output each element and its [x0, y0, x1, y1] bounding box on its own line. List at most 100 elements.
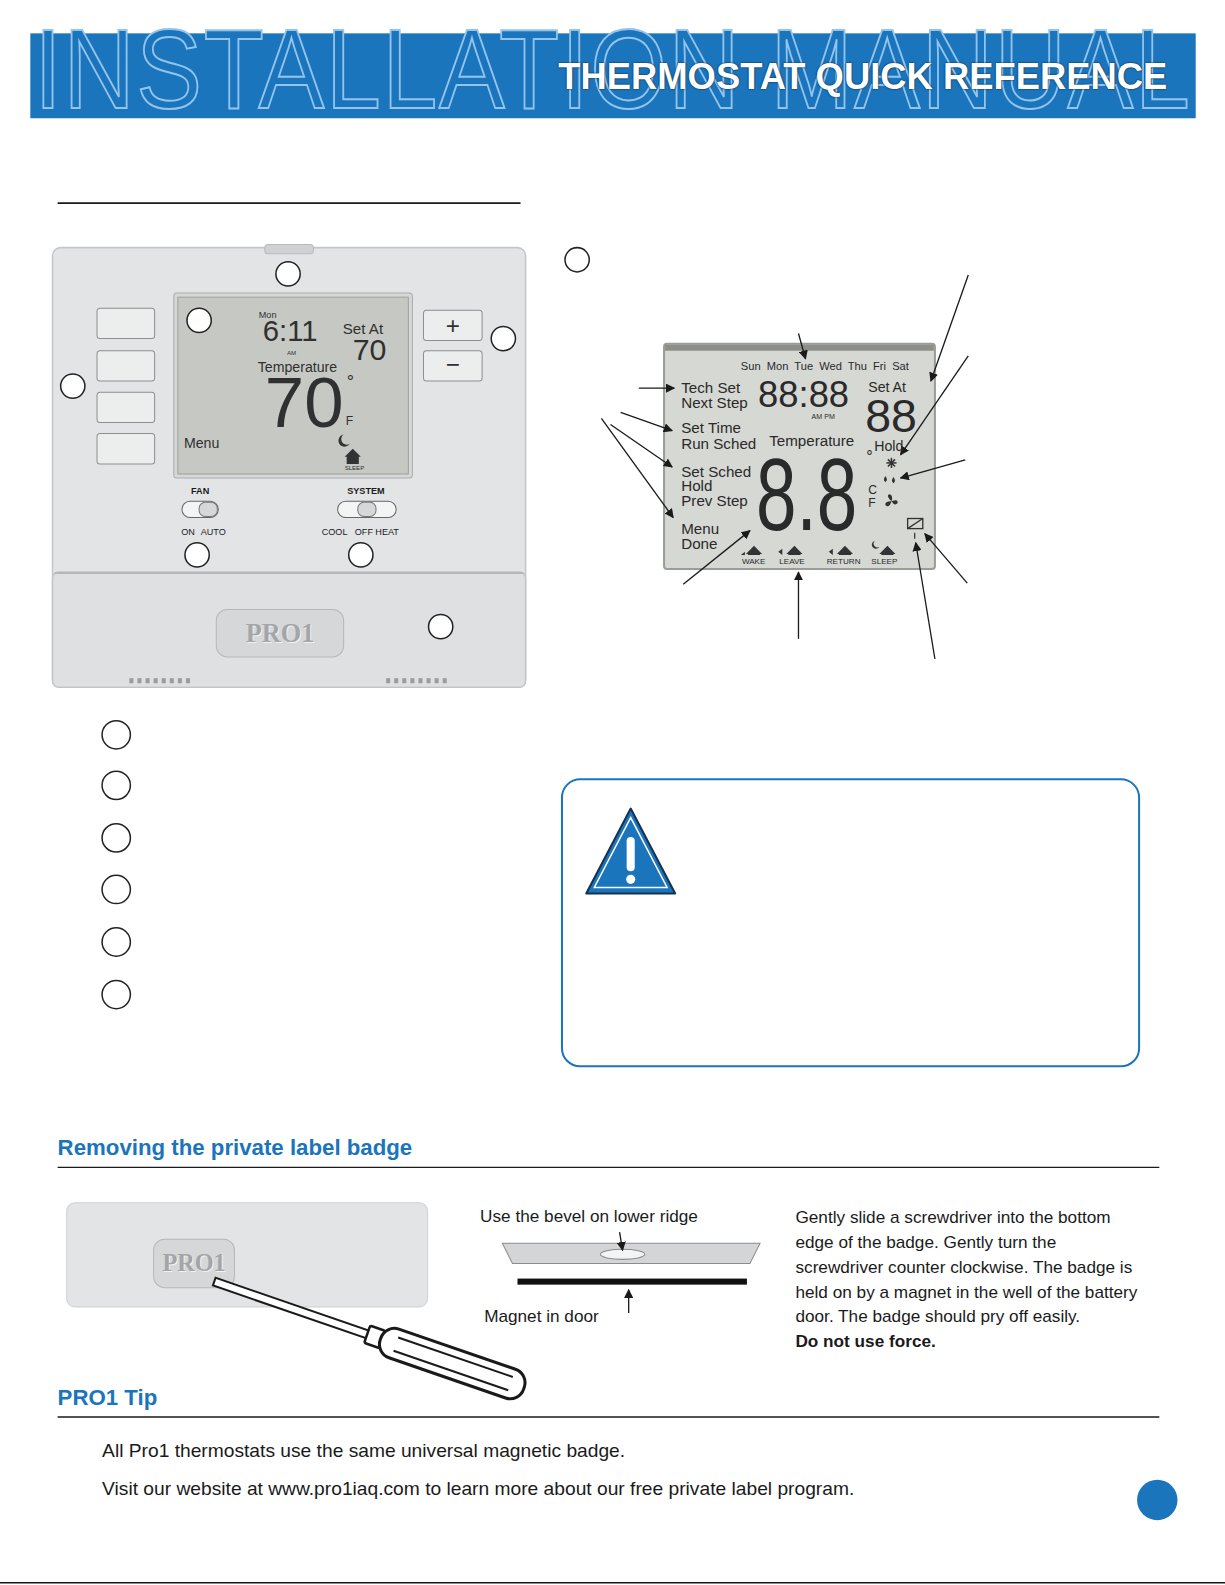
thermostat-photo — [418, 678, 422, 683]
off-label: OFF — [355, 527, 373, 537]
thermostat-photo — [129, 678, 133, 683]
thermostat-photo — [199, 502, 217, 516]
bevel-diagram — [502, 1243, 760, 1263]
thermostat-photo — [423, 351, 482, 381]
system-switch-label: SYSTEM — [347, 486, 384, 496]
bevel-note: Use the bevel on lower ridge — [480, 1207, 698, 1227]
magnet-note: Magnet in door — [484, 1307, 599, 1327]
callout-circle — [102, 928, 130, 956]
badge-removal-figure — [394, 1351, 509, 1390]
screen-ampm: AM — [287, 350, 296, 357]
rule-lines — [0, 1582, 1225, 1583]
leader-lines — [916, 543, 935, 659]
lcd-days: Sun Mon Tue Wed Thu Fri Sat — [741, 360, 909, 373]
thermostat-photo — [386, 678, 390, 683]
lcd-display — [872, 541, 880, 549]
bevel-diagram — [502, 1232, 760, 1313]
badge-logo: PRO1 — [162, 1249, 225, 1277]
thermostat-photo — [170, 678, 174, 683]
lcd-clock: 88:88 — [758, 374, 849, 416]
lcd-return: RETURN — [827, 557, 861, 566]
callout-circle — [276, 262, 300, 286]
rule-lines — [0, 203, 1225, 1583]
screen-menu: Menu — [184, 435, 219, 451]
lcd-display — [884, 476, 895, 483]
callout-circle — [61, 374, 85, 398]
lcd-display — [885, 494, 897, 506]
thermostat-photo — [427, 678, 431, 683]
fan-on-label: ON — [181, 527, 195, 537]
screen-unit: F — [346, 414, 353, 428]
leader-lines — [798, 572, 799, 639]
rule-lines — [58, 1167, 1160, 1168]
warning-box — [562, 779, 1139, 1066]
screen-room-temp: 70 — [265, 362, 344, 443]
lcd-hold-key: Hold — [681, 477, 712, 494]
fan-switch-label: FAN — [191, 486, 209, 496]
lcd-setpoint: 88 — [865, 389, 917, 442]
screen-sleep: SLEEP — [345, 465, 365, 472]
warning-box — [586, 809, 675, 894]
badge-removal-figure — [209, 1267, 529, 1402]
callout-circle — [187, 308, 211, 332]
thermostat-photo — [186, 678, 190, 683]
thermostat-photo — [443, 678, 447, 683]
thermostat-photo — [216, 609, 343, 657]
lcd-sleep: SLEEP — [871, 557, 897, 566]
leader-lines — [639, 387, 674, 388]
thermostat-photo — [423, 310, 482, 340]
lcd-display — [908, 519, 923, 529]
lcd-leave: LEAVE — [779, 557, 804, 566]
callout-circle — [61, 248, 590, 1009]
page-number-dot — [1137, 1480, 1177, 1520]
cool-label: COOL — [322, 527, 348, 537]
lcd-display — [665, 345, 934, 351]
leader-lines — [925, 534, 967, 584]
screen-degree: ° — [347, 372, 354, 393]
lcd-tech-set: Tech Set — [681, 379, 740, 396]
lcd-run-sched: Run Sched — [681, 435, 756, 452]
lcd-display — [914, 533, 915, 539]
warning-box — [626, 875, 635, 884]
leader-lines — [798, 334, 805, 359]
button-plus: + — [446, 312, 460, 340]
lcd-display — [879, 546, 895, 555]
callout-circle — [565, 248, 589, 272]
lcd-fahrenheit: F — [868, 497, 875, 511]
callout-circle — [349, 543, 373, 567]
callout-circle — [102, 824, 130, 852]
thermostat-photo — [53, 245, 526, 688]
callout-circle — [102, 771, 130, 799]
lcd-prev-step: Prev Step — [681, 492, 748, 509]
thermostat-photo — [174, 293, 413, 478]
thermostat-photo — [345, 449, 361, 464]
section-heading: Removing the private label badge — [58, 1135, 413, 1161]
callout-circle — [102, 721, 130, 749]
thermostat-photo — [146, 678, 150, 683]
lcd-done: Done — [681, 535, 717, 552]
thermostat-photo — [55, 572, 524, 574]
lcd-ampm: AM PM — [812, 413, 835, 421]
lcd-set-time: Set Time — [681, 418, 741, 435]
badge-removal-figure — [398, 1337, 513, 1376]
lcd-display — [664, 344, 935, 569]
lcd-display — [908, 519, 923, 529]
thermostat-photo — [97, 434, 155, 464]
thermostat-photo — [394, 678, 398, 683]
page-title: THERMOSTAT QUICK REFERENCE — [558, 57, 1167, 97]
screen-setpoint: 70 — [353, 333, 387, 368]
bevel-diagram — [620, 1232, 623, 1250]
fan-auto-label: AUTO — [201, 527, 226, 537]
thermostat-photo — [162, 678, 166, 683]
lcd-display — [664, 344, 935, 569]
lcd-celsius: C — [868, 484, 877, 498]
rule-lines — [58, 202, 521, 204]
section-heading: PRO1 Tip — [58, 1385, 158, 1411]
lcd-wake: WAKE — [742, 557, 766, 566]
thermostat-photo — [137, 678, 141, 683]
lcd-display — [888, 459, 895, 466]
instruction-text: Gently slide a screwdriver into the bott… — [795, 1206, 1144, 1330]
lcd-degree: ° — [866, 448, 872, 467]
